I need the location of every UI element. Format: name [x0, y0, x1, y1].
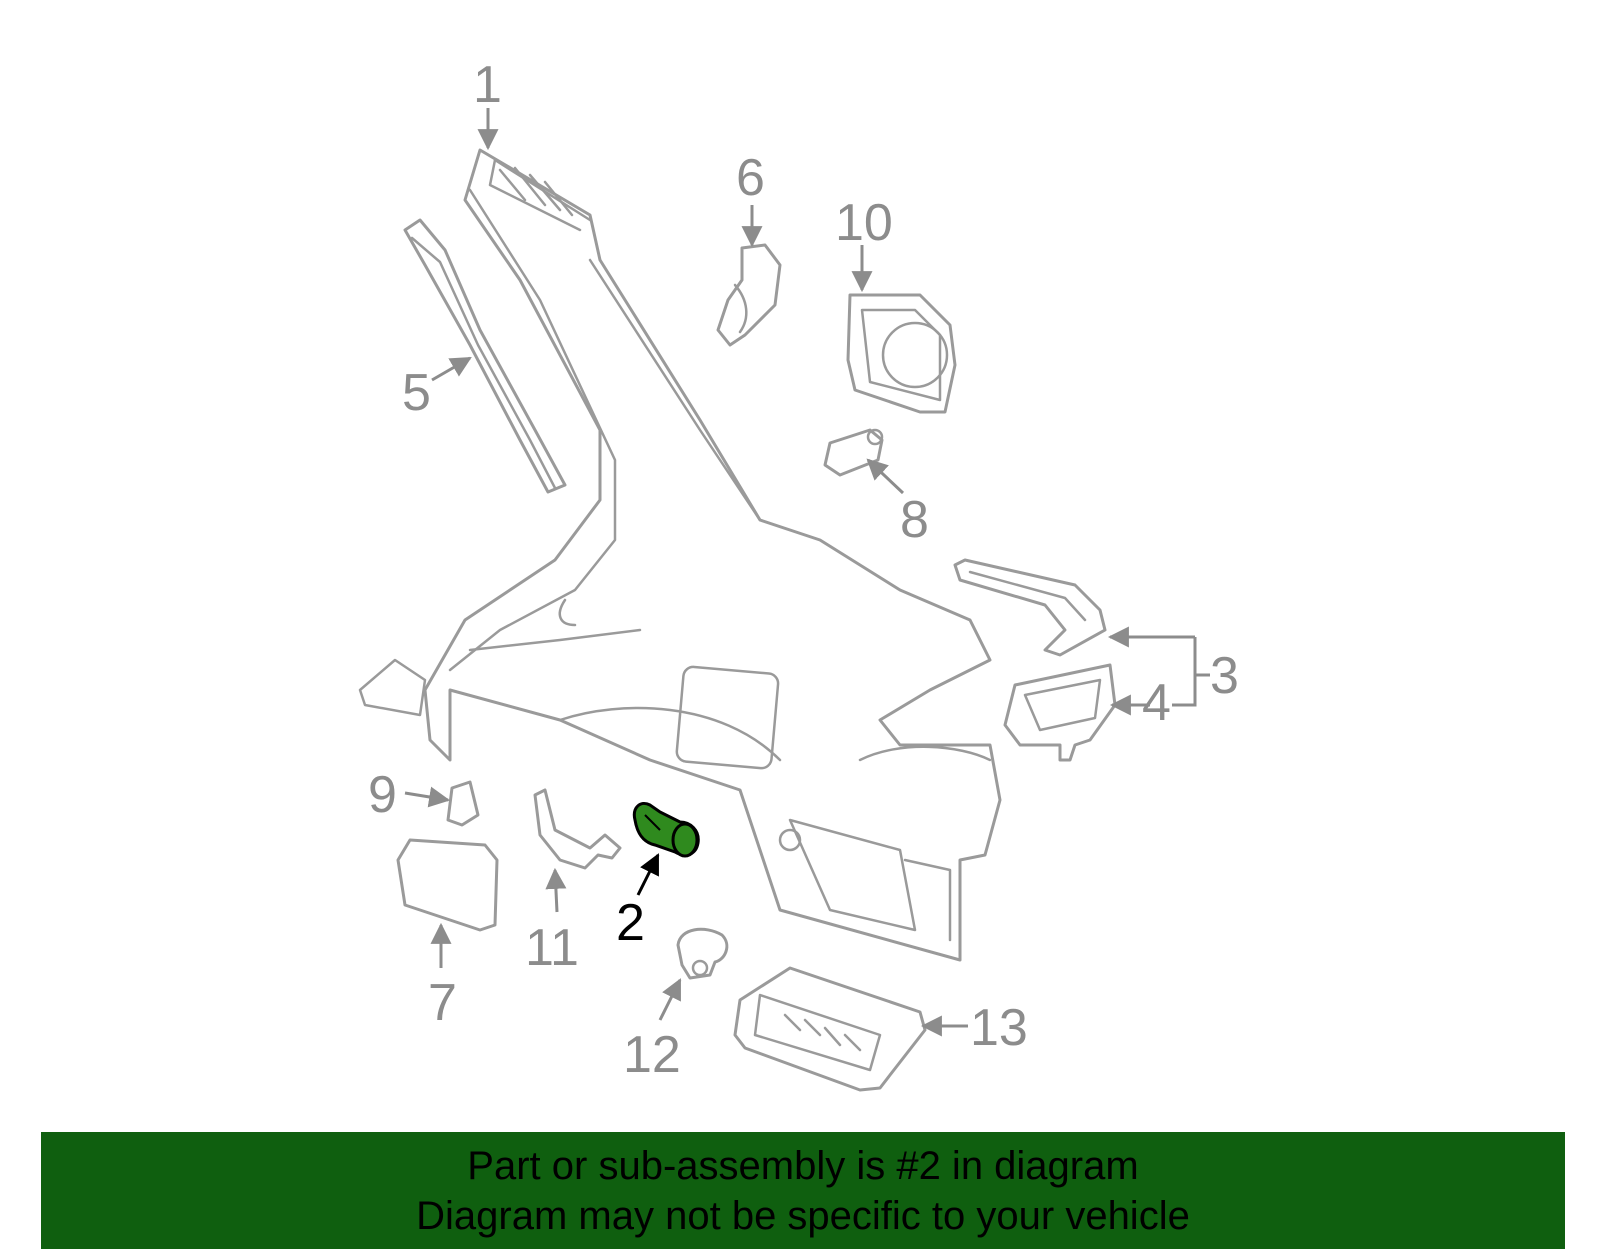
leader-9 [404, 786, 451, 808]
part-12-grommet[interactable] [676, 927, 729, 980]
callout-13: 13 [970, 999, 1028, 1057]
leader-11 [545, 867, 567, 913]
banner-line-2: Diagram may not be specific to your vehi… [416, 1193, 1190, 1238]
leader-2 [636, 853, 660, 896]
callout-5: 5 [402, 364, 431, 422]
part-13-housing[interactable] [733, 966, 927, 1092]
callout-1: 1 [473, 56, 502, 114]
part-3-extension[interactable] [953, 558, 1107, 657]
callout-2: 2 [616, 894, 645, 952]
callout-8: 8 [900, 491, 929, 549]
leader-5 [431, 356, 472, 382]
callout-12: 12 [623, 1026, 681, 1084]
part-7-fuel-door[interactable] [396, 838, 499, 932]
leader-8 [866, 458, 905, 495]
callout-3: 3 [1210, 647, 1239, 705]
part-10-fuel-housing[interactable] [846, 293, 957, 414]
part-8-plug[interactable] [823, 428, 884, 477]
parts-diagram: 1 2 3 4 5 6 7 8 9 10 11 12 13 [358, 56, 1239, 1092]
part-11-bracket[interactable] [533, 788, 622, 870]
callout-7: 7 [428, 974, 457, 1032]
leader-12 [658, 978, 682, 1021]
callout-6: 6 [736, 149, 765, 207]
info-banner: Part or sub-assembly is #2 in diagram Di… [41, 1132, 1565, 1249]
callout-9: 9 [368, 766, 397, 824]
part-1-quarter-panel[interactable] [358, 148, 1002, 962]
part-4-extension[interactable] [1003, 663, 1117, 762]
part-9-clip[interactable] [446, 780, 480, 827]
callout-4: 4 [1142, 674, 1171, 732]
part-6-trim[interactable] [716, 243, 782, 347]
callout-11: 11 [525, 919, 579, 977]
part-2-highlighted[interactable] [632, 802, 700, 858]
part-5-molding[interactable] [403, 218, 567, 494]
bracket-3-4 [1172, 637, 1210, 707]
callout-10: 10 [835, 194, 893, 252]
banner-line-1: Part or sub-assembly is #2 in diagram [467, 1143, 1139, 1188]
